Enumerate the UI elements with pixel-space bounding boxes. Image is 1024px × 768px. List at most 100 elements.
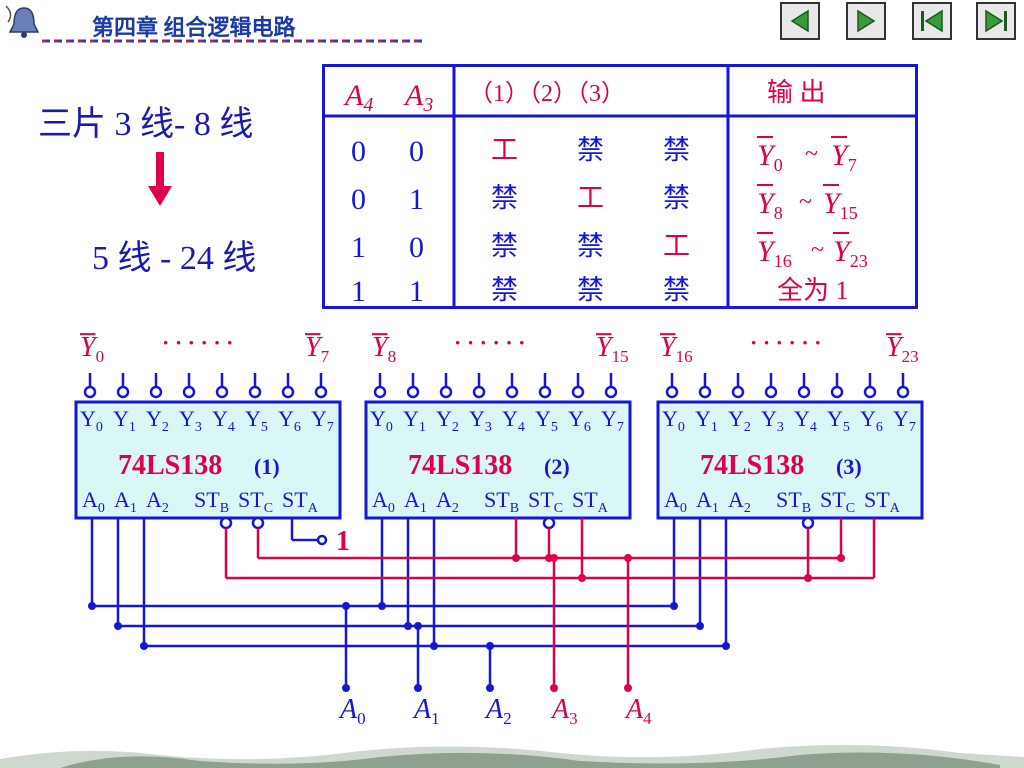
wires-layer: 1	[88, 516, 876, 692]
output-pin-label: Y7	[601, 406, 624, 435]
table-row: 0 1 禁 工 禁 Y8 ~ Y15	[351, 183, 858, 223]
output-label: Y16	[660, 332, 693, 366]
svg-text:禁: 禁	[663, 183, 690, 213]
output-label: Y15	[596, 332, 629, 366]
svg-text:禁: 禁	[577, 135, 604, 165]
inverter-bubble	[896, 385, 910, 399]
svg-text:工: 工	[663, 231, 690, 261]
svg-text:全为 1: 全为 1	[777, 276, 849, 305]
decoder-diagram: Y0 · · · · · · Y7 Y8 · · · · · · Y15 Y16 · · · …	[74, 330, 924, 728]
svg-text:工: 工	[577, 183, 604, 213]
chip-name: 74LS138	[700, 450, 804, 481]
svg-text:Y8: Y8	[757, 187, 783, 223]
inverter-bubble	[542, 516, 556, 530]
svg-text:1: 1	[409, 275, 424, 306]
output-pin-label: Y5	[245, 406, 268, 435]
skip-last-icon	[985, 9, 1007, 33]
svg-text:禁: 禁	[663, 275, 690, 305]
input-pin-label: STA	[282, 487, 319, 516]
terminal-dot	[624, 684, 632, 692]
svg-text:Y7: Y7	[831, 139, 857, 175]
input-pin-label: A1	[696, 487, 719, 516]
svg-text:工: 工	[491, 135, 518, 165]
ellipsis-dots: · · · · · ·	[750, 330, 822, 355]
output-pin-label: Y1	[695, 406, 718, 435]
junction-dot	[550, 554, 558, 562]
svg-text:禁: 禁	[663, 135, 690, 165]
input-pin-label: A0	[82, 487, 105, 516]
inverter-bubble	[83, 385, 97, 399]
title-five-to-24: 5 线 - 24 线	[92, 240, 257, 277]
constant-input-terminal	[316, 534, 328, 546]
svg-text:禁: 禁	[491, 183, 518, 213]
header-chips: （1）（2）（3）	[469, 81, 625, 107]
inverter-bubble	[505, 385, 519, 399]
address-input-label: A1	[412, 694, 440, 728]
address-input-label: A4	[624, 694, 652, 728]
output-pin-label: Y0	[80, 406, 103, 435]
triangle-right-icon	[857, 9, 876, 33]
header-a4: A4	[343, 79, 373, 116]
inverter-bubble	[314, 385, 328, 399]
last-button[interactable]	[976, 2, 1016, 40]
svg-text:0: 0	[409, 231, 424, 264]
svg-text:禁: 禁	[577, 231, 604, 261]
input-pin-label: A0	[372, 487, 395, 516]
truth-table: A4 A3 （1）（2）（3） 输 出 0 0 工 禁 禁 Y0 ~ Y7 0 …	[322, 64, 918, 309]
skip-first-icon	[921, 9, 943, 33]
output-pin-label: Y6	[568, 406, 591, 435]
next-button[interactable]	[846, 2, 886, 40]
inverter-bubble	[406, 385, 420, 399]
output-label: Y7	[305, 332, 330, 366]
input-pin-label: STC	[528, 487, 563, 516]
table-row: 0 0 工 禁 禁 Y0 ~ Y7	[351, 135, 857, 175]
down-arrow-icon	[148, 152, 172, 206]
chip-number: (2)	[544, 454, 570, 479]
svg-text:Y16: Y16	[757, 235, 792, 271]
svg-text:1: 1	[351, 275, 366, 306]
input-pin-label: STB	[194, 487, 229, 516]
inverter-bubble	[571, 385, 585, 399]
inverter-bubble	[863, 385, 877, 399]
svg-text:Y15: Y15	[823, 187, 858, 223]
chapter-title: 第四章 组合逻辑电路	[92, 15, 296, 40]
header-a3: A3	[403, 79, 433, 116]
inverter-bubble	[764, 385, 778, 399]
output-pin-label: Y0	[370, 406, 393, 435]
input-pin-label: A2	[728, 487, 751, 516]
junction-dot	[486, 684, 494, 692]
output-label: Y8	[372, 332, 396, 366]
terminal-dot	[550, 684, 558, 692]
svg-text:~: ~	[799, 189, 812, 215]
ellipsis-dots: · · · · · ·	[162, 330, 234, 355]
input-pin-label: A1	[404, 487, 427, 516]
inverter-bubble	[604, 385, 618, 399]
prev-button[interactable]	[780, 2, 820, 40]
ellipsis-dots: · · · · · ·	[454, 330, 526, 355]
first-button[interactable]	[912, 2, 952, 40]
output-pin-label: Y4	[502, 406, 525, 435]
title-three-chip: 三片 3 线- 8 线	[38, 106, 254, 143]
svg-text:~: ~	[805, 141, 818, 167]
input-pin-label: A2	[436, 487, 459, 516]
output-pin-label: Y2	[728, 406, 751, 435]
svg-text:1: 1	[351, 231, 366, 264]
input-pin-label: STC	[820, 487, 855, 516]
inverter-bubble	[830, 385, 844, 399]
address-input-label: A2	[484, 694, 512, 728]
chip-name: 74LS138	[118, 450, 222, 481]
inverter-bubble	[698, 385, 712, 399]
inverter-bubble	[281, 385, 295, 399]
svg-text:0: 0	[351, 183, 366, 216]
output-pin-label: Y1	[403, 406, 426, 435]
svg-text:0: 0	[409, 135, 424, 168]
output-pin-label: Y7	[893, 406, 916, 435]
inverter-bubble	[251, 516, 265, 530]
output-label: Y23	[886, 332, 919, 366]
output-pin-label: Y3	[179, 406, 202, 435]
input-pin-label: STA	[572, 487, 609, 516]
